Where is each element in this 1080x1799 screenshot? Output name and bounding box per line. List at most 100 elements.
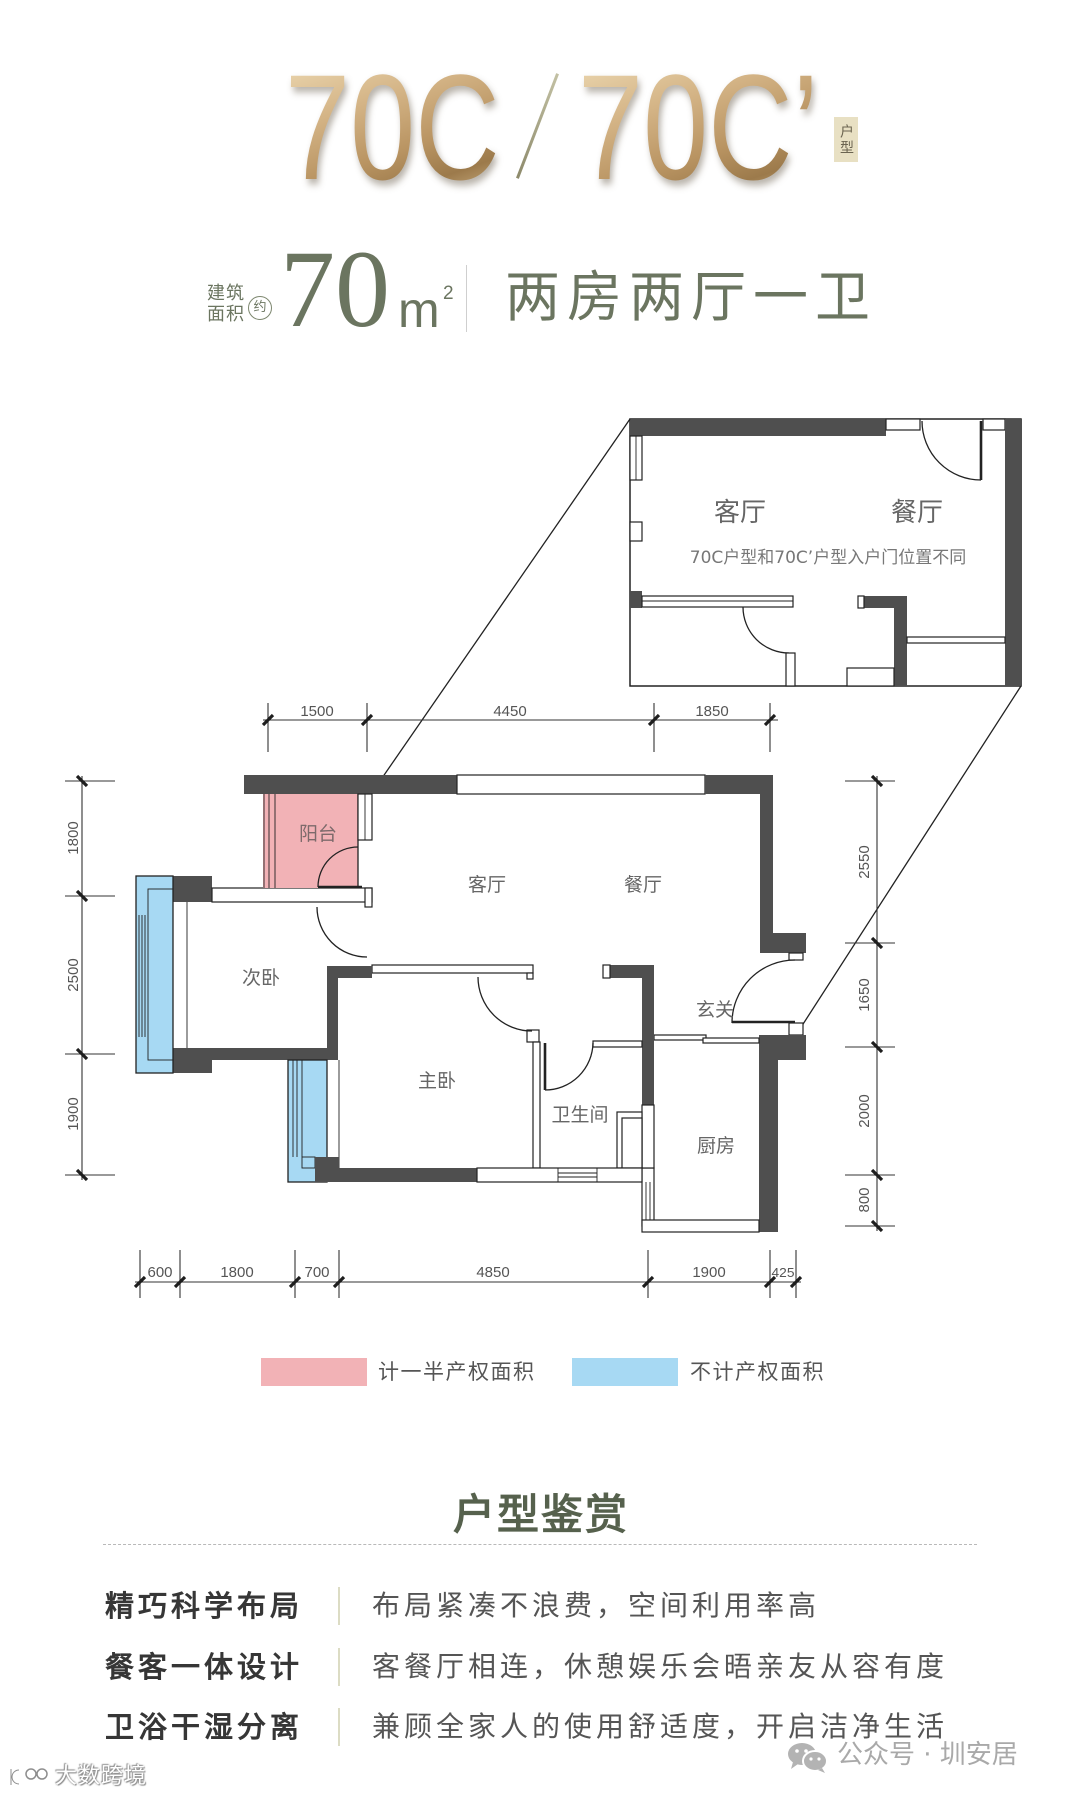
- dim-label: 2550: [856, 845, 873, 878]
- bathroom-left-wall: [532, 1041, 541, 1169]
- features-divider: [103, 1544, 977, 1545]
- feature-description: 布局紧凑不浪费，空间利用率高: [372, 1589, 821, 1622]
- second-bedroom-column: [173, 876, 212, 902]
- inset-door-jamb-lower: [785, 652, 796, 687]
- dim-label: 1850: [695, 703, 728, 720]
- inset-bottom-fixture: [846, 667, 895, 687]
- second-bedroom-door-swing: [316, 906, 368, 958]
- living-window: [456, 774, 706, 795]
- feature-description: 兼顾全家人的使用舒适度，开启洁净生活: [372, 1710, 949, 1743]
- room-label-kitchen: 厨房: [697, 1135, 735, 1157]
- feature-label: 卫浴干湿分离: [105, 1710, 304, 1744]
- bathroom-top-wall: [592, 1040, 643, 1048]
- bottom-wall: [476, 1167, 643, 1183]
- dim-label: 2500: [65, 958, 82, 991]
- master-bedroom-south-wall: [315, 1157, 477, 1182]
- dim-label: 1800: [220, 1264, 253, 1281]
- top-wall: [244, 775, 457, 794]
- master-bedroom-door-swing: [477, 976, 533, 1032]
- foyer-bathroom-wall: [610, 965, 654, 1105]
- entry-door-jamb-bottom: [788, 1022, 804, 1036]
- dim-ticks: [870, 774, 884, 1233]
- inset-entry-door-swing: [921, 420, 982, 481]
- features-heading: 户型鉴赏: [453, 1490, 630, 1539]
- room-label-dining: 餐厅: [624, 874, 662, 896]
- feature-divider: [338, 1587, 340, 1625]
- bay-window-inner: [147, 888, 174, 1061]
- wechat-icon: [788, 1743, 828, 1773]
- approx-circle-badge: 约: [248, 296, 272, 320]
- dim-label: 4450: [493, 703, 526, 720]
- inset-label-living: 客厅: [714, 498, 766, 528]
- dim-label: 1500: [300, 703, 333, 720]
- room-label-master-bedroom: 主卧: [418, 1070, 456, 1092]
- unit-model-70c-prime: 70C’: [578, 43, 819, 211]
- legend-label-excluded-area: 不计产权面积: [690, 1360, 825, 1384]
- watermark-brand: 大数跨境: [55, 1764, 148, 1789]
- balcony-door-swing: [317, 846, 359, 888]
- dim-label: 1900: [65, 1097, 82, 1130]
- feature-label: 精巧科学布局: [105, 1589, 304, 1623]
- callout-line-right: [795, 685, 1022, 1036]
- kitchen-window: [641, 1167, 655, 1227]
- wall-stub: [602, 964, 611, 979]
- inset-kitchen-sliding-door: [906, 636, 1006, 644]
- feature-divider: [338, 1708, 340, 1746]
- dim-label: 1900: [692, 1264, 725, 1281]
- master-bedroom-north-wall: [371, 964, 534, 974]
- shower-fixture-inner: [621, 1117, 643, 1169]
- inset-bedroom-door-swing: [742, 606, 790, 654]
- layout-description: 两房两厅一卫: [505, 265, 878, 329]
- bathroom-door-jamb: [526, 1029, 540, 1043]
- second-bedroom-wall: [173, 966, 372, 1073]
- balcony-half-area: [263, 794, 358, 888]
- wall-stub: [526, 972, 534, 980]
- feature-row: 卫浴干湿分离 兼顾全家人的使用舒适度，开启洁净生活: [0, 1708, 1080, 1746]
- inset-label-dining: 餐厅: [891, 498, 943, 528]
- right-lower-wall: [759, 1035, 806, 1232]
- dim-label: 700: [304, 1264, 329, 1281]
- subtitle-divider: [466, 265, 467, 332]
- inset-top-wall: [630, 419, 886, 436]
- feature-row: 精巧科学布局 布局紧凑不浪费，空间利用率高: [0, 1587, 1080, 1625]
- kitchen-sliding-door-b: [702, 1037, 760, 1044]
- feature-row: 餐客一体设计 客餐厅相连，休憩娱乐会晤亲友从容有度: [0, 1648, 1080, 1686]
- dim-label: 600: [147, 1264, 172, 1281]
- kitchen-sliding-door-a: [653, 1034, 707, 1041]
- legend-label-half-area: 计一半产权面积: [378, 1360, 536, 1384]
- legend-swatch-excluded-area: [572, 1358, 678, 1386]
- inset-wall-stub: [857, 595, 865, 609]
- feature-description: 客餐厅相连，休憩娱乐会晤亲友从容有度: [372, 1650, 949, 1683]
- feature-divider: [338, 1648, 340, 1686]
- room-label-balcony: 阳台: [299, 823, 337, 845]
- dimension-bottom: 600 1800 700 4850 1900 425: [133, 1250, 803, 1298]
- dim-label: 2000: [856, 1094, 873, 1127]
- unit-model-70c: 70C: [285, 43, 500, 211]
- inset-detail-plan: 客厅 餐厅 70C户型和70C’户型入户门位置不同: [629, 418, 1022, 687]
- inset-left-column: [630, 591, 642, 608]
- dim-label: 425: [772, 1265, 795, 1280]
- inset-door-jamb: [982, 418, 1006, 431]
- dim-ticks: [75, 774, 89, 1182]
- bathroom-door-swing: [544, 1042, 594, 1091]
- room-label-bathroom: 卫生间: [551, 1104, 608, 1126]
- inset-right-wall: [1005, 419, 1022, 686]
- dim-label: 1800: [65, 821, 82, 854]
- room-label-living: 客厅: [468, 874, 506, 896]
- unit-type-badge: 户型: [834, 117, 858, 162]
- watermark-wechat-account: 公众号 · 圳安居: [837, 1740, 1018, 1770]
- inset-partition-wall: [641, 595, 794, 608]
- feature-label: 餐客一体设计: [105, 1650, 304, 1684]
- inset-top-window: [885, 418, 921, 431]
- legend-swatch-half-area: [261, 1358, 367, 1386]
- inset-left-fixture: [629, 521, 643, 542]
- room-label-second-bedroom: 次卧: [242, 967, 280, 989]
- dimension-top: 1500 4450 1850: [261, 703, 778, 752]
- dim-ticks: [133, 1275, 803, 1289]
- right-upper-wall: [705, 775, 806, 953]
- wall-stub: [364, 887, 373, 908]
- area-unit: m: [398, 282, 440, 338]
- room-label-foyer: 玄关: [696, 999, 734, 1021]
